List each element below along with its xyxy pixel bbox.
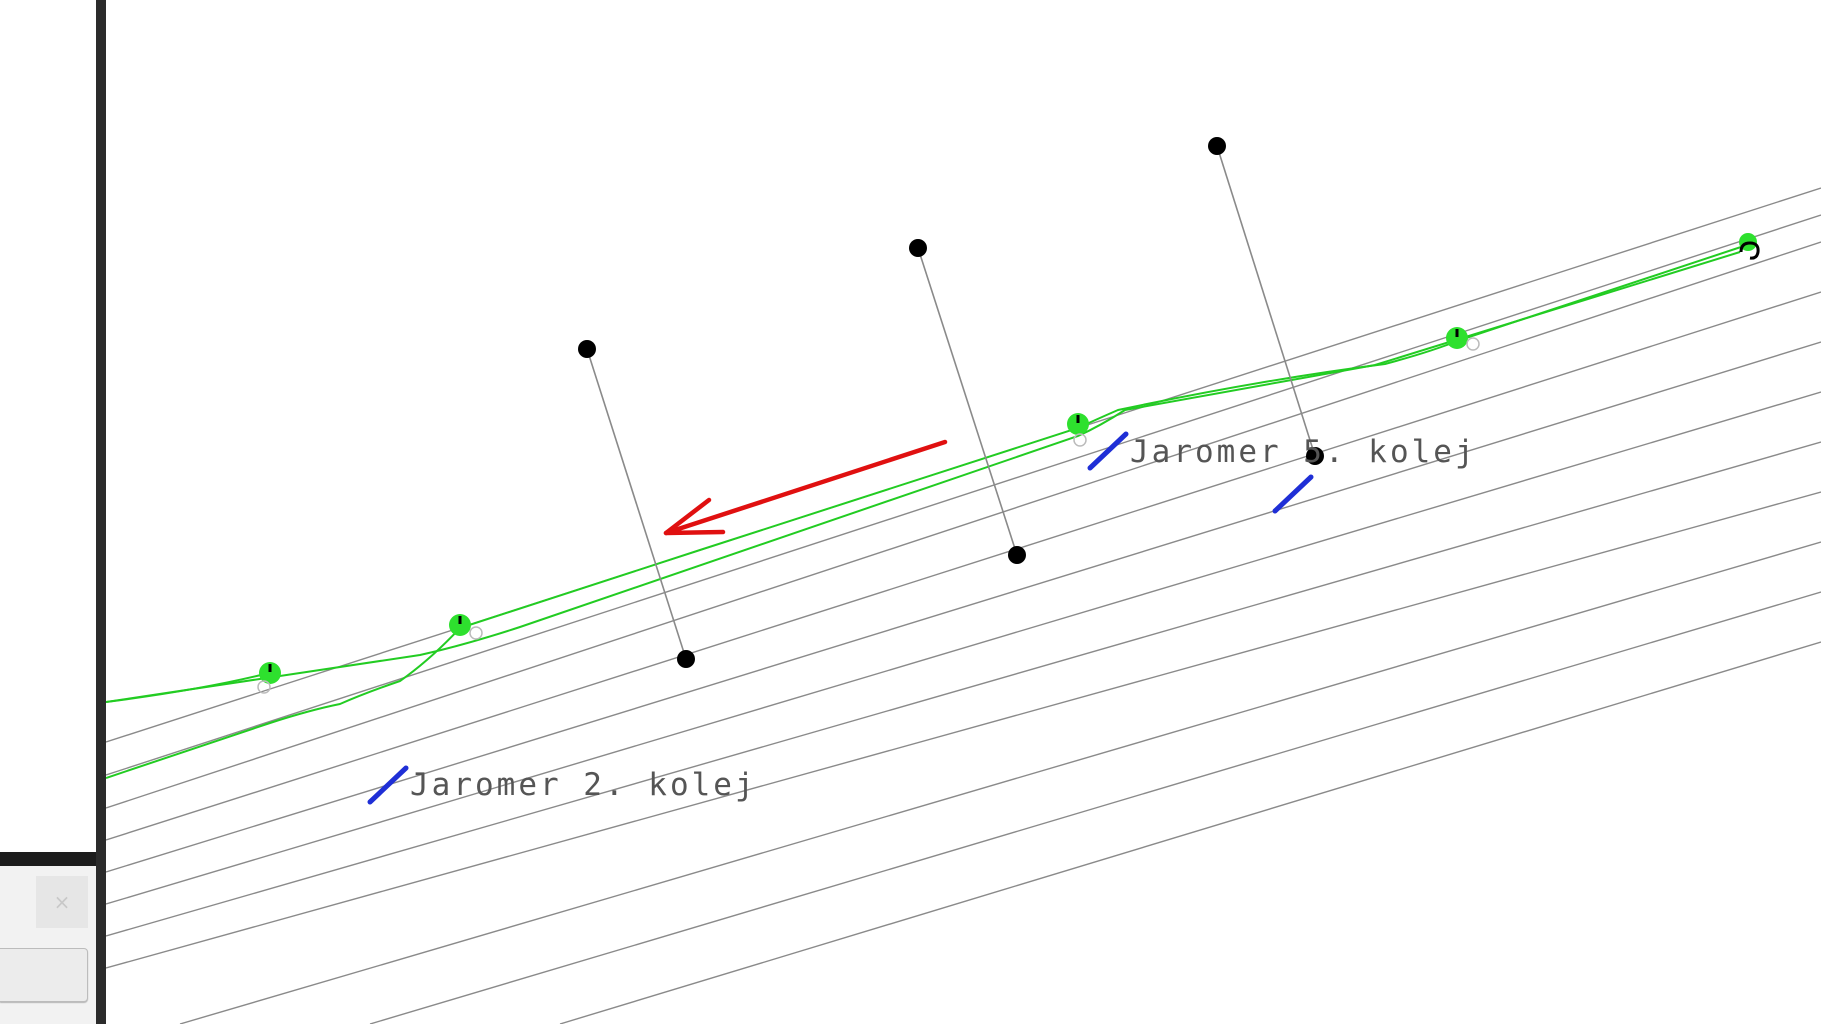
side-panel-content: [0, 0, 96, 852]
track-line: [559, 641, 1821, 1024]
blue-signal-icon[interactable]: [1272, 474, 1314, 514]
track-map[interactable]: Jaromer 2. kolej Jaromer 5. kolej: [106, 0, 1821, 1024]
green-circle-node-icon[interactable]: [1067, 413, 1089, 447]
black-nodes: [578, 137, 1324, 668]
blue-signal-icon[interactable]: [367, 765, 409, 805]
green-circle-node-icon[interactable]: [1446, 327, 1480, 351]
track-line: [106, 341, 1821, 873]
track-line: [106, 214, 1821, 776]
close-icon[interactable]: ×: [36, 876, 88, 928]
green-nodes: [257, 233, 1760, 694]
track-line: [106, 291, 1821, 841]
black-node-icon[interactable]: [578, 340, 596, 358]
route-line: [106, 243, 1751, 779]
track-line: [106, 241, 1821, 809]
connector-line: [1216, 145, 1316, 457]
panel-divider[interactable]: [96, 0, 106, 1024]
route-line: [106, 251, 1741, 703]
signals: [367, 431, 1314, 805]
green-circle-node-icon[interactable]: [257, 662, 281, 694]
route-line: [106, 673, 266, 703]
green-circle-node-icon[interactable]: [449, 614, 483, 640]
track-line: [179, 541, 1821, 1024]
track-label-jaromer-2: Jaromer 2. kolej: [410, 767, 757, 803]
black-node-icon[interactable]: [1008, 546, 1026, 564]
track-line: [369, 591, 1821, 1024]
track-line: [106, 491, 1821, 969]
track-lines: [106, 187, 1821, 1024]
track-label-jaromer-5: Jaromer 5. kolej: [1130, 434, 1477, 470]
selected-route: [106, 243, 1751, 779]
black-node-icon[interactable]: [1208, 137, 1226, 155]
left-side-panel: ×: [0, 0, 96, 1024]
connector-line: [586, 348, 687, 660]
blue-signal-icon[interactable]: [1087, 431, 1129, 471]
black-node-icon[interactable]: [677, 650, 695, 668]
track-line: [106, 391, 1821, 905]
connector-lines: [586, 145, 1316, 660]
map-canvas[interactable]: Jaromer 2. kolej Jaromer 5. kolej: [106, 0, 1821, 1024]
black-node-icon[interactable]: [1306, 447, 1324, 465]
green-circle-node-icon[interactable]: [1739, 233, 1760, 260]
panel-button[interactable]: [0, 948, 88, 1002]
track-line: [106, 441, 1821, 937]
side-panel-header-strip: [0, 852, 96, 866]
black-node-icon[interactable]: [909, 239, 927, 257]
connector-line: [917, 247, 1018, 556]
red-arrow-icon: [663, 439, 948, 536]
